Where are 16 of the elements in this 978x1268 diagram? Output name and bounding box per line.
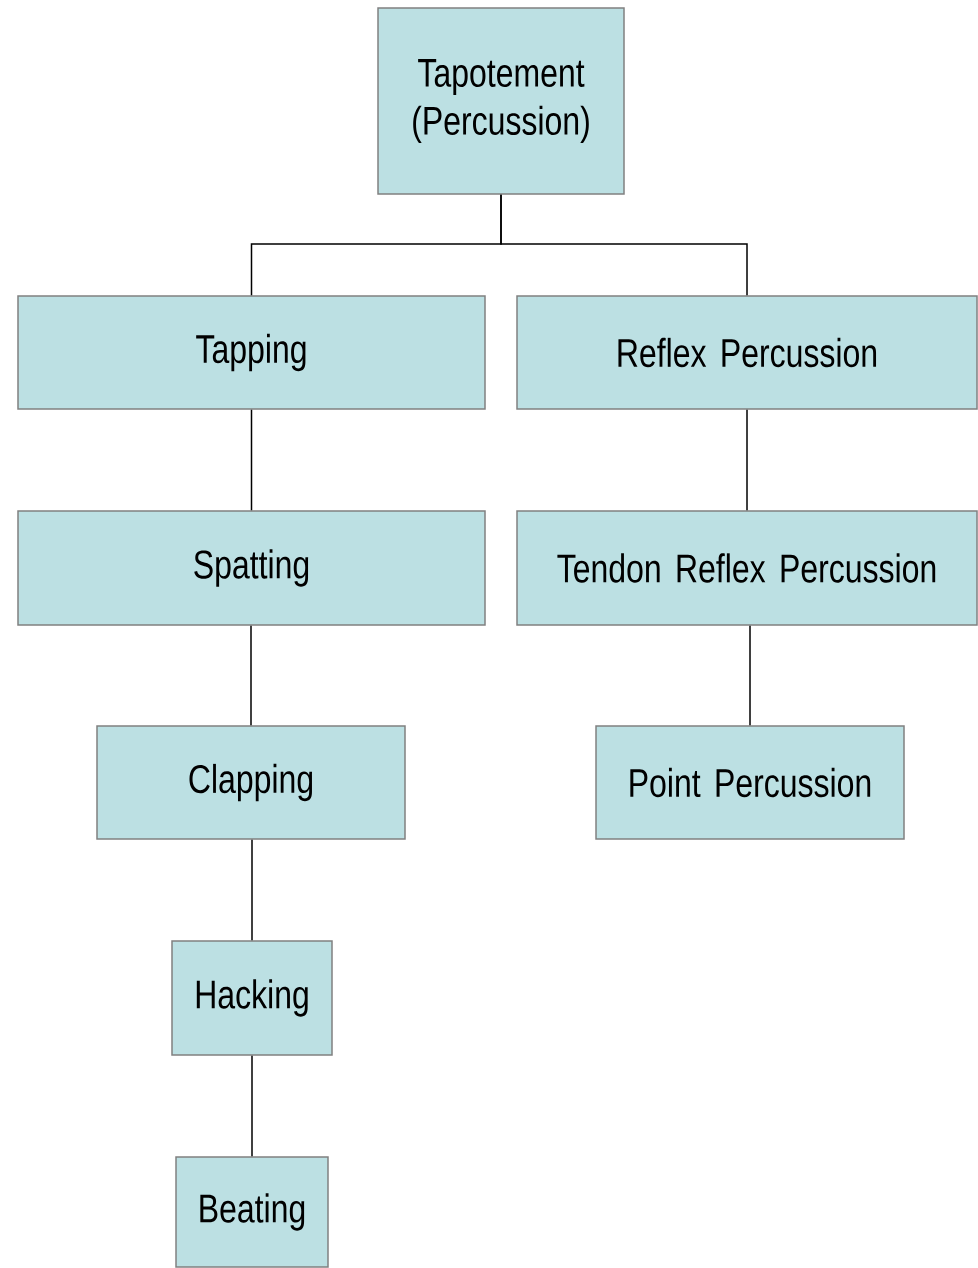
process-box: Hacking [171, 940, 333, 1056]
connector-line [251, 1055, 253, 1157]
process-box: Tendon Reflex Percussion [516, 510, 978, 626]
connector-line [250, 625, 252, 726]
process-box: Reflex Percussion [516, 295, 978, 410]
process-box: Tapotement (Percussion) [377, 7, 625, 195]
process-box: Spatting [17, 510, 486, 626]
process-box: Beating [175, 1156, 329, 1268]
connector-line [251, 839, 253, 941]
connector-line [250, 409, 253, 511]
process-box: Clapping [96, 725, 406, 840]
connector-line [500, 194, 748, 296]
connector-line [749, 625, 751, 726]
process-box: Tapping [17, 295, 486, 410]
process-box: Point Percussion [595, 725, 905, 840]
connector-line [746, 409, 748, 511]
